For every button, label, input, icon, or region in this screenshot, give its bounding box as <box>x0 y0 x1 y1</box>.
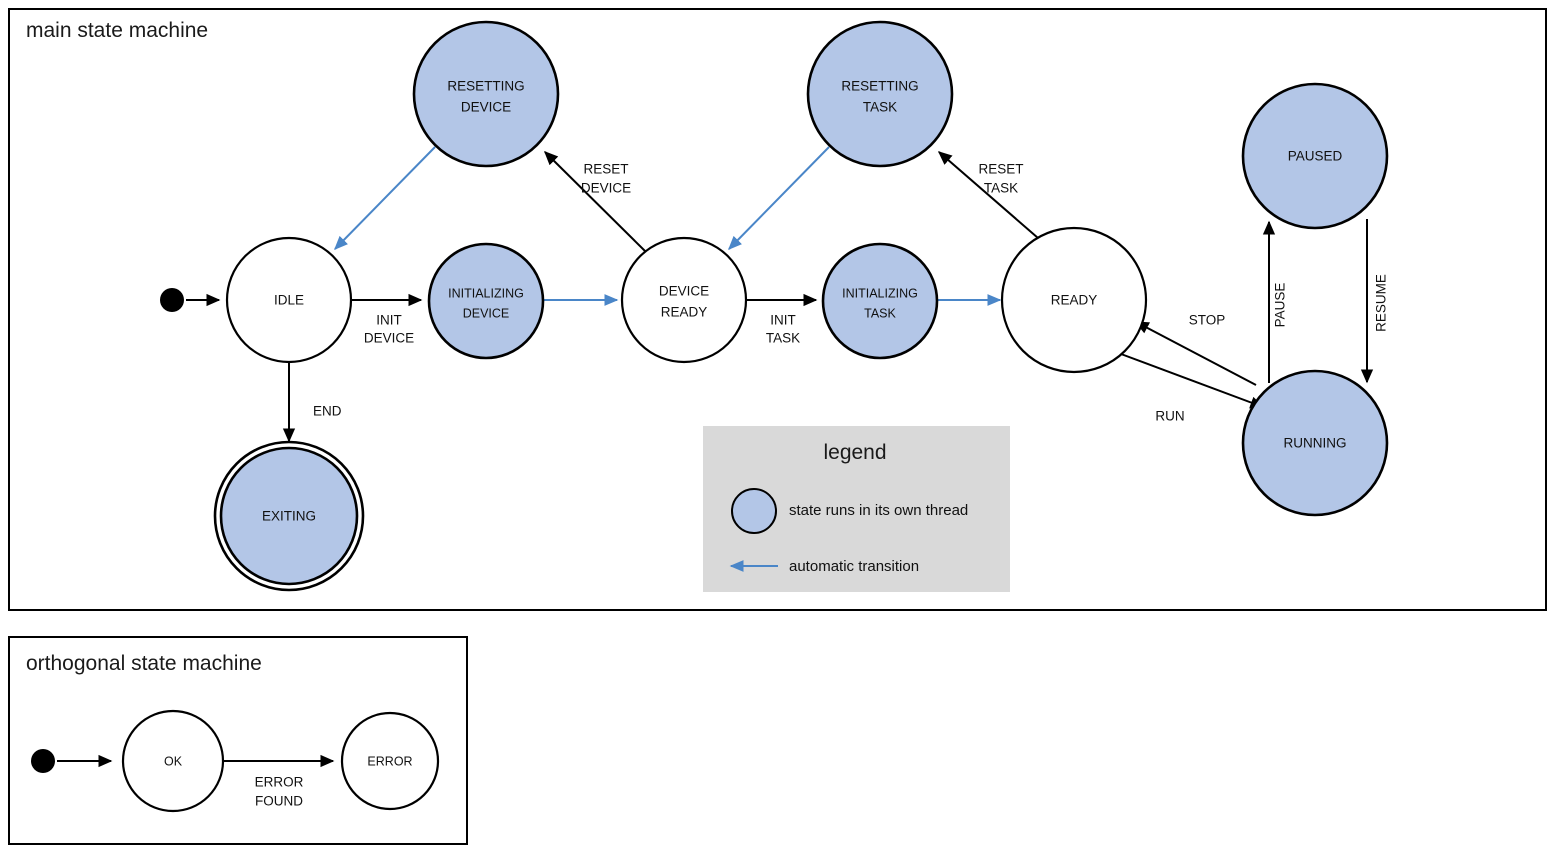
state-error-circle[interactable] <box>340 711 440 811</box>
state-idle[interactable]: IDLE <box>225 236 353 364</box>
edge-label-pause: PAUSE <box>1273 283 1288 328</box>
state-initializing-device-circle[interactable] <box>427 242 545 360</box>
state-exiting-label: EXITING <box>262 509 316 524</box>
transition-resetting-device-to-idle <box>334 146 436 250</box>
edge-label-stop: STOP <box>1189 313 1226 328</box>
state-error-label: ERROR <box>367 754 412 768</box>
state-initializing-device-label-line2: DEVICE <box>463 306 510 320</box>
orthogonal-state-machine-container: orthogonal state machine OK ERROR FOUND … <box>8 636 468 845</box>
state-ready[interactable]: READY <box>1000 226 1148 374</box>
state-initializing-task-label-line1: INITIALIZING <box>842 286 918 300</box>
state-paused-label: PAUSED <box>1288 149 1343 164</box>
main-container-title: main state machine <box>26 19 208 42</box>
edge-label-reset-device-line1: RESET <box>583 162 628 177</box>
state-initializing-device[interactable]: INITIALIZING DEVICE <box>427 242 545 360</box>
transitions-layer: INIT DEVICE RESET DEVICE END INIT TASK R… <box>186 146 1389 443</box>
transition-resetting-task-to-device-ready <box>728 146 830 250</box>
transition-ready-to-running <box>1120 353 1265 409</box>
legend-item-auto-label: automatic transition <box>789 558 919 575</box>
state-running[interactable]: RUNNING <box>1241 369 1389 517</box>
edge-label-reset-task-line1: RESET <box>978 162 1023 177</box>
state-idle-label: IDLE <box>274 293 304 308</box>
state-ready-label: READY <box>1051 293 1098 308</box>
state-ok[interactable]: OK <box>121 709 225 813</box>
states-layer: IDLE RESETTING DEVICE INITIALIZING DEVIC… <box>160 20 1389 592</box>
legend-title: legend <box>823 441 886 464</box>
initial-state-marker <box>160 288 184 312</box>
state-resetting-task-label-line1: RESETTING <box>841 79 918 94</box>
edge-label-resume: RESUME <box>1374 274 1389 332</box>
state-resetting-task-label-line2: TASK <box>863 100 897 115</box>
edge-label-init-task-line1: INIT <box>770 313 796 328</box>
edge-label-reset-task-line2: TASK <box>984 181 1018 196</box>
state-resetting-device-label-line1: RESETTING <box>447 79 524 94</box>
state-initializing-task[interactable]: INITIALIZING TASK <box>821 242 939 360</box>
edge-label-init-device-line1: INIT <box>376 313 402 328</box>
state-running-label: RUNNING <box>1284 436 1347 451</box>
state-resetting-device-label-line2: DEVICE <box>461 100 511 115</box>
transition-running-to-ready <box>1134 321 1257 386</box>
transition-device-ready-to-resetting-device <box>544 151 646 252</box>
state-resetting-device[interactable]: RESETTING DEVICE <box>412 20 560 168</box>
state-ready-circle[interactable] <box>1000 226 1148 374</box>
edge-label-error-found-line1: ERROR <box>255 775 304 790</box>
state-resetting-task-circle[interactable] <box>806 20 954 168</box>
state-paused-circle[interactable] <box>1241 82 1389 230</box>
legend-thread-state-icon <box>731 488 777 534</box>
state-initializing-device-label-line1: INITIALIZING <box>448 286 524 300</box>
state-device-ready-circle[interactable] <box>620 236 748 364</box>
state-error[interactable]: ERROR <box>340 711 440 811</box>
edge-label-error-found-line2: FOUND <box>255 794 303 809</box>
legend: legend state runs in its own thread auto… <box>703 426 1010 592</box>
state-ok-label: OK <box>164 754 183 768</box>
edge-label-reset-device-line2: DEVICE <box>581 181 631 196</box>
state-device-ready-label-line2: READY <box>661 305 708 320</box>
state-exiting[interactable]: EXITING <box>213 440 365 592</box>
state-resetting-device-circle[interactable] <box>412 20 560 168</box>
edge-label-end: END <box>313 404 342 419</box>
state-paused[interactable]: PAUSED <box>1241 82 1389 230</box>
state-device-ready-label-line1: DEVICE <box>659 284 709 299</box>
orthogonal-initial-state-marker <box>31 749 55 773</box>
legend-item-thread-label: state runs in its own thread <box>789 502 968 519</box>
state-resetting-task[interactable]: RESETTING TASK <box>806 20 954 168</box>
transition-ready-to-resetting-task <box>937 151 1039 239</box>
edge-label-init-task-line2: TASK <box>766 331 800 346</box>
edge-label-run: RUN <box>1155 409 1184 424</box>
orthogonal-container-title: orthogonal state machine <box>26 652 262 675</box>
state-initializing-task-label-line2: TASK <box>864 306 896 320</box>
state-device-ready[interactable]: DEVICE READY <box>620 236 748 364</box>
state-exiting-circle[interactable] <box>219 446 359 586</box>
state-initializing-task-circle[interactable] <box>821 242 939 360</box>
edge-label-init-device-line2: DEVICE <box>364 331 414 346</box>
state-running-circle[interactable] <box>1241 369 1389 517</box>
state-idle-circle[interactable] <box>225 236 353 364</box>
